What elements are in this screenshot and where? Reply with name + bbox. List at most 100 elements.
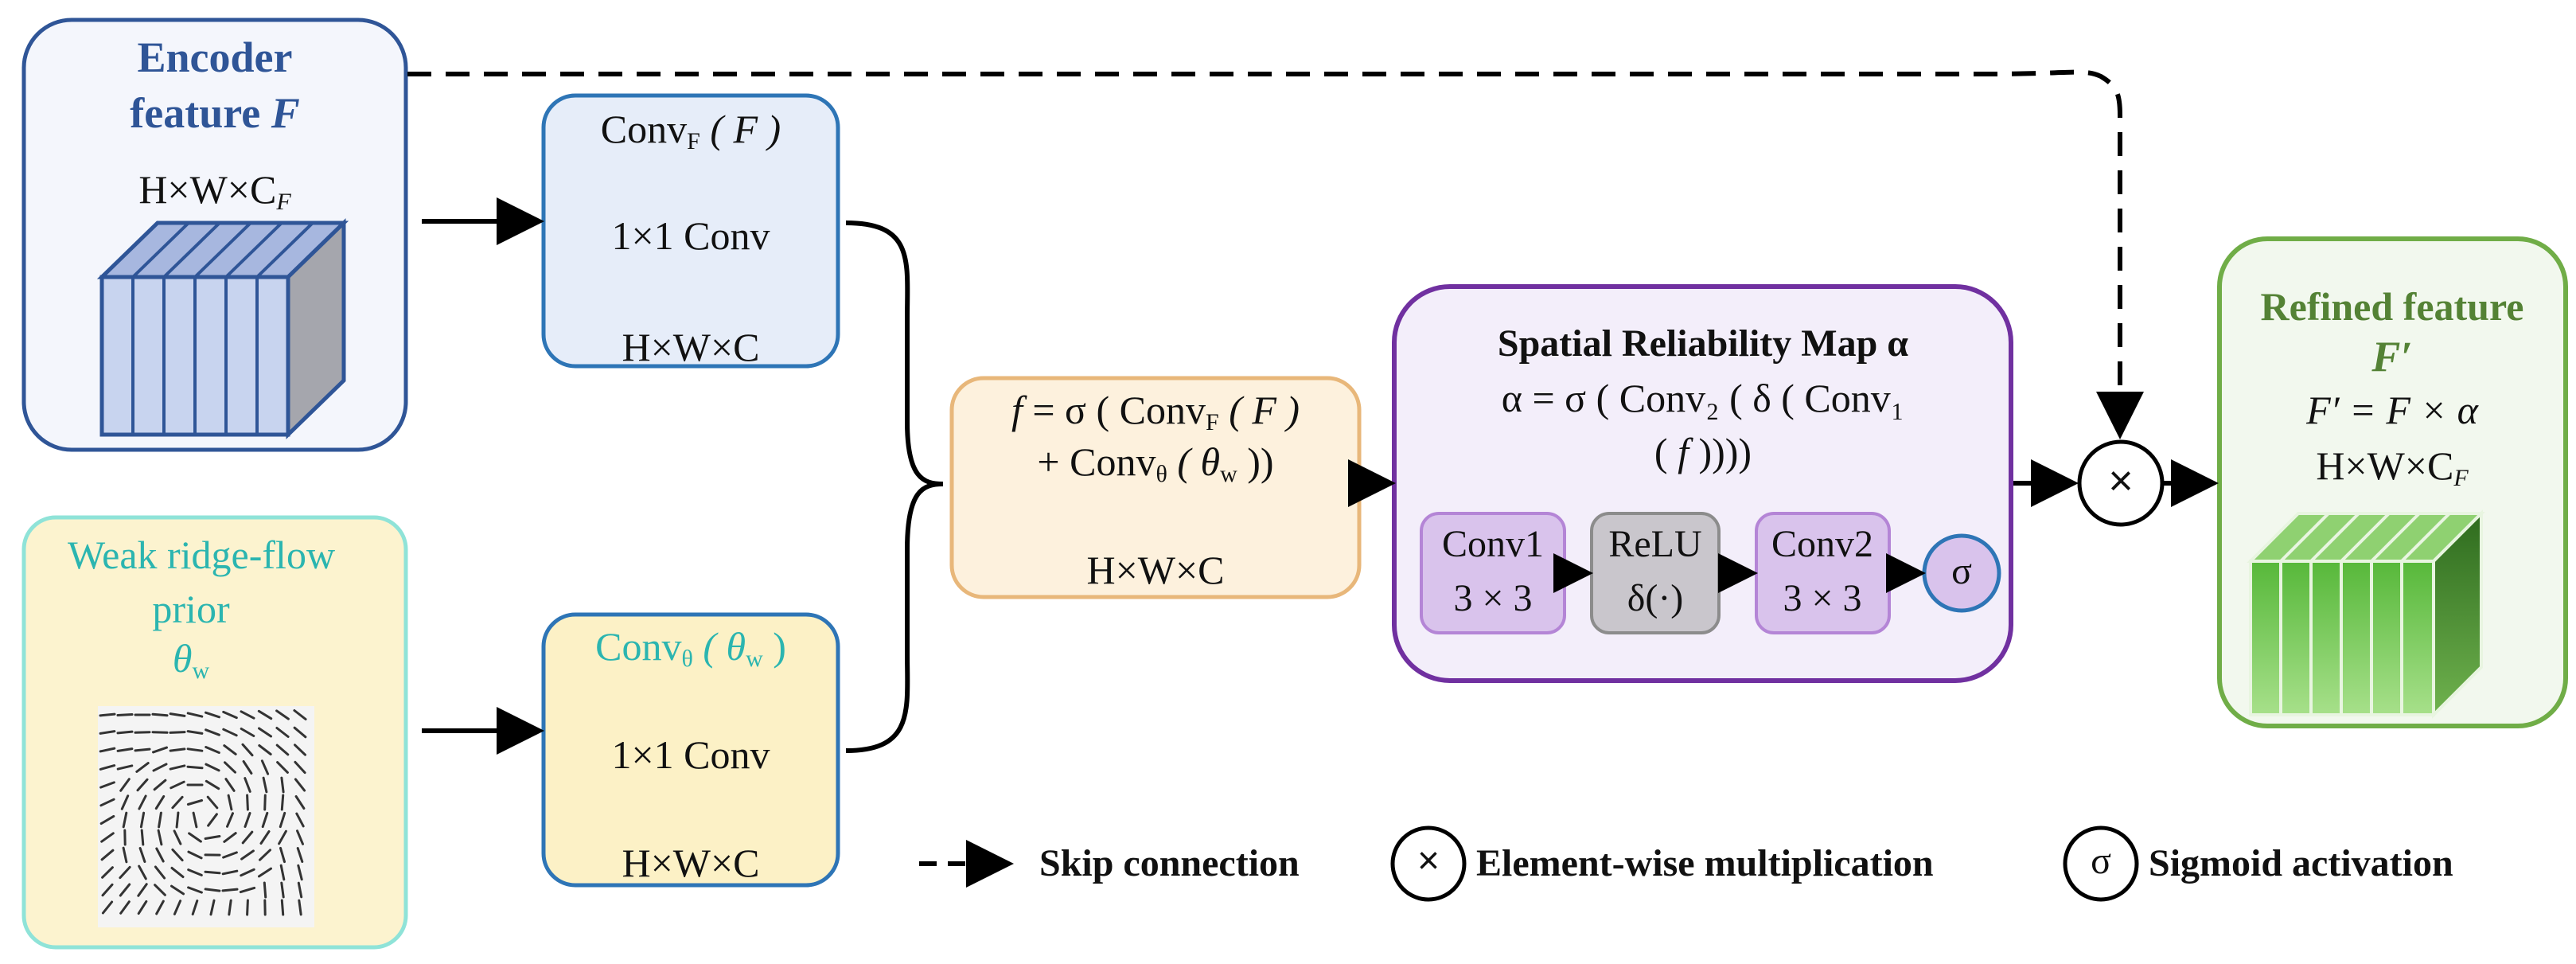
ridge-stroke xyxy=(258,744,272,755)
refined-title: Refined feature xyxy=(2260,284,2524,329)
encoder-shape: H×W×CF xyxy=(138,170,290,213)
ridge-stroke xyxy=(138,847,146,863)
srm-title: Spatial Reliability Map α xyxy=(1497,322,1909,365)
convtheta-shape: H×W×C xyxy=(622,841,760,885)
legend-multiply-circle xyxy=(1390,825,1467,902)
refined-shape-main: H×W×C xyxy=(2316,443,2454,488)
ridge-stroke xyxy=(276,761,289,774)
ridge-stroke xyxy=(222,851,238,859)
ridge-stroke xyxy=(186,730,204,735)
ridge-stroke xyxy=(158,811,162,829)
ridge-stroke xyxy=(221,888,239,892)
srm-formula-f: f xyxy=(1678,430,1689,474)
srm-formula-line1: α = σ ( Conv₂ ( δ ( Conv₁ xyxy=(1501,376,1905,420)
fusion-line2-a: + Conv xyxy=(1037,439,1156,484)
legend-multiply-symbol: × xyxy=(1417,840,1440,882)
ridge-stroke xyxy=(205,711,220,719)
ridge-stroke xyxy=(186,765,204,770)
ridge-stroke xyxy=(205,779,220,790)
conv2-line1: Conv2 xyxy=(1771,523,1874,565)
ridge-stroke xyxy=(157,829,163,846)
ridge-stroke xyxy=(204,888,221,892)
refined-shape: H×W×CF xyxy=(2316,443,2468,490)
ridge-stroke xyxy=(239,886,256,894)
ridge-stroke xyxy=(223,744,237,755)
ridge-stroke xyxy=(135,762,150,773)
ridge-stroke xyxy=(100,849,115,861)
convtheta-op: 1×1 Conv xyxy=(611,732,770,777)
ridge-stroke xyxy=(207,813,218,827)
ridge-stroke xyxy=(297,881,303,899)
ridge-stroke xyxy=(171,848,184,862)
ridge-stroke xyxy=(119,865,131,880)
ridge-stroke xyxy=(188,832,202,843)
ridge-stroke xyxy=(153,779,167,791)
ridge-stroke xyxy=(298,899,302,916)
convtheta-title-close: ) xyxy=(762,624,786,669)
legend-multiply-label: Element-wise multiplication xyxy=(1476,842,1934,884)
relu-line2: δ(·) xyxy=(1627,577,1684,619)
ridge-stroke xyxy=(228,899,232,916)
ridge-stroke xyxy=(99,747,116,753)
ridge-stroke xyxy=(155,847,165,863)
ridge-stroke xyxy=(223,832,237,843)
ridge-stroke xyxy=(175,811,180,829)
ridge-stroke xyxy=(169,764,186,771)
ridge-stroke xyxy=(137,883,148,897)
convf-title-arg: ( F ) xyxy=(710,107,781,151)
fusion-shape: H×W×C xyxy=(1086,548,1225,592)
ridge-stroke xyxy=(170,884,185,896)
ridge-stroke xyxy=(170,866,185,879)
ridge-stroke xyxy=(221,869,239,876)
ridge-stroke xyxy=(186,747,204,752)
ridge-stroke xyxy=(169,712,186,717)
ridge-stroke xyxy=(169,731,186,734)
ridge-stroke xyxy=(116,713,134,716)
ridge-stroke xyxy=(279,864,286,881)
ridge-stroke xyxy=(293,726,307,739)
legend-sigmoid-symbol: σ xyxy=(2091,840,2111,882)
fusion-line2-b: ( θ xyxy=(1167,439,1221,484)
encoder-shape-sub: F xyxy=(276,188,291,215)
ridge-stroke xyxy=(262,776,268,794)
brace-convf-to-fusion xyxy=(845,221,944,486)
ridge-stroke xyxy=(205,763,220,772)
ridge-stroke xyxy=(263,881,267,899)
ridge-stroke xyxy=(258,867,272,878)
ridge-stroke xyxy=(116,764,134,771)
fusion-line1: f = σ ( ConvF ( F ) xyxy=(1011,390,1300,434)
encoder-feature-cube xyxy=(96,218,349,439)
ridge-stroke xyxy=(224,778,236,792)
ridge-stroke xyxy=(280,776,285,794)
ridge-stroke xyxy=(187,850,203,860)
ridge-stroke xyxy=(191,900,199,915)
ridge-stroke xyxy=(173,900,182,915)
ridge-stroke xyxy=(209,899,216,916)
encoder-title-word: feature xyxy=(130,89,261,137)
ridge-stroke xyxy=(295,812,305,828)
ridge-stroke xyxy=(280,881,285,899)
ridge-stroke xyxy=(186,712,204,718)
ridge-stroke xyxy=(138,864,147,880)
legend-sigmoid-label: Sigmoid activation xyxy=(2149,842,2453,884)
ridge-stroke xyxy=(259,830,271,845)
ridge-stroke xyxy=(244,777,251,793)
ridge-stroke xyxy=(206,795,219,810)
ridge-stroke xyxy=(224,761,236,774)
ridge-stroke xyxy=(260,759,270,775)
ridge-stroke xyxy=(120,794,130,810)
ridge-stroke xyxy=(116,747,134,752)
ridge-stroke xyxy=(152,746,168,754)
ridge-stroke xyxy=(294,795,306,810)
ridge-stroke xyxy=(122,846,128,864)
brace-convtheta-to-fusion xyxy=(845,482,944,753)
ridge-stroke xyxy=(169,747,186,752)
convtheta-title-sub: θ xyxy=(681,645,693,672)
ridge-stroke xyxy=(154,794,166,810)
ridge-stroke xyxy=(151,712,169,717)
conv1-line2: 3 × 3 xyxy=(1453,577,1533,619)
convf-title: ConvF ( F ) xyxy=(601,107,781,153)
ridge-stroke xyxy=(222,710,238,720)
ridge-stroke xyxy=(204,835,221,840)
